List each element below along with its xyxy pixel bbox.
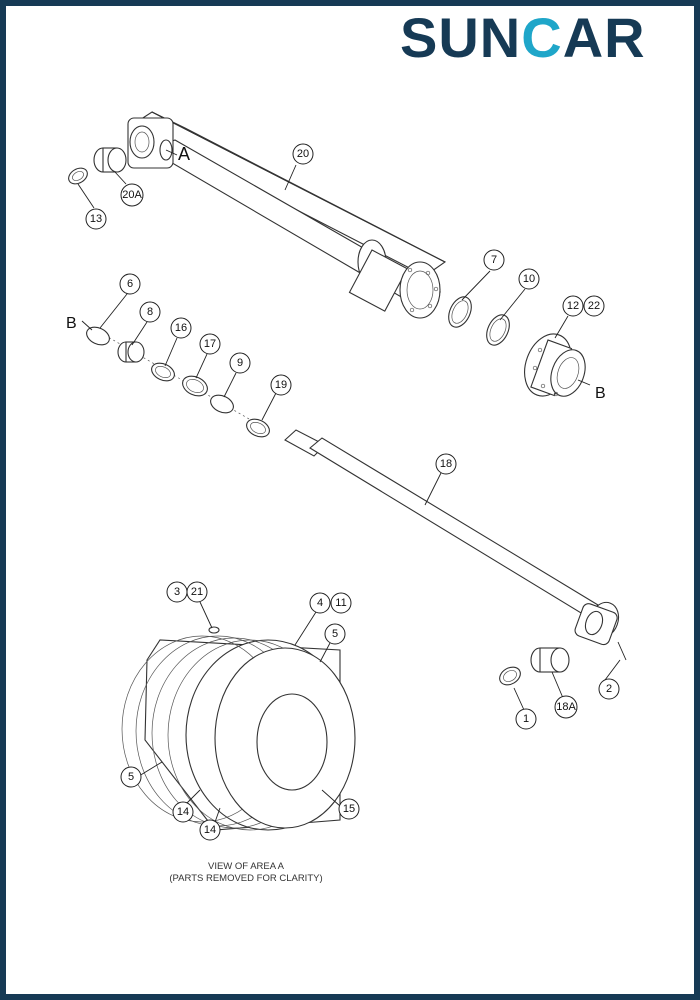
callout-7: 7 xyxy=(483,249,505,271)
callout-20a: 20A xyxy=(120,183,144,207)
piston-rod xyxy=(284,429,620,646)
callout-20: 20 xyxy=(292,143,314,165)
seal-16 xyxy=(151,362,175,382)
piston-detail xyxy=(121,626,356,831)
svg-text:22: 22 xyxy=(588,300,600,312)
callout-5-top: 5 xyxy=(324,623,346,645)
callout-8: 8 xyxy=(139,301,161,323)
callout-11: 11 xyxy=(330,592,352,614)
leader-lines xyxy=(77,149,621,826)
callout-5-left: 5 xyxy=(120,766,142,788)
svg-text:20A: 20A xyxy=(122,189,142,201)
svg-text:17: 17 xyxy=(204,338,216,350)
callout-21: 21 xyxy=(186,581,208,603)
callout-4: 4 xyxy=(309,592,331,614)
o-ring-10 xyxy=(486,314,510,346)
svg-text:10: 10 xyxy=(523,273,535,285)
seal-17 xyxy=(182,375,208,397)
bushing-18a xyxy=(530,647,570,673)
seal-13 xyxy=(68,167,88,185)
callout-22: 22 xyxy=(583,295,605,317)
svg-text:1: 1 xyxy=(523,713,529,725)
seal-1 xyxy=(499,666,521,686)
callout-9: 9 xyxy=(229,352,251,374)
svg-text:3: 3 xyxy=(174,586,180,598)
callout-13: 13 xyxy=(85,208,107,230)
svg-text:8: 8 xyxy=(147,306,153,318)
svg-text:6: 6 xyxy=(127,278,133,290)
svg-text:11: 11 xyxy=(335,597,346,609)
o-ring-7 xyxy=(448,296,472,328)
callout-3: 3 xyxy=(166,581,188,603)
b-label-right: B xyxy=(595,385,606,402)
b-label-left: B xyxy=(66,315,77,332)
svg-text:18A: 18A xyxy=(556,701,576,713)
cylinder-barrel xyxy=(127,111,447,319)
grease-fitting-2 xyxy=(617,641,627,661)
svg-text:13: 13 xyxy=(90,213,102,225)
callout-16: 16 xyxy=(170,317,192,339)
callout-14-a: 14 xyxy=(172,801,194,823)
bushing-8 xyxy=(117,341,145,363)
caption-line-2: (PARTS REMOVED FOR CLARITY) xyxy=(169,873,322,884)
svg-text:5: 5 xyxy=(332,628,338,640)
callout-19: 19 xyxy=(270,374,292,396)
svg-text:9: 9 xyxy=(237,357,243,369)
svg-text:5: 5 xyxy=(128,771,134,783)
svg-text:14: 14 xyxy=(204,824,216,836)
svg-text:2: 2 xyxy=(606,683,612,695)
callout-1: 1 xyxy=(515,708,537,730)
svg-text:21: 21 xyxy=(191,586,203,598)
callout-14-b: 14 xyxy=(199,819,221,841)
bushing-20a xyxy=(93,147,127,173)
callout-18: 18 xyxy=(435,453,457,475)
callout-12: 12 xyxy=(562,295,584,317)
svg-text:14: 14 xyxy=(177,806,189,818)
seal-6 xyxy=(86,326,110,346)
suncar-logo: SUNCAR xyxy=(400,6,646,69)
svg-text:18: 18 xyxy=(440,458,452,470)
callout-10: 10 xyxy=(518,268,540,290)
svg-text:19: 19 xyxy=(275,379,287,391)
svg-text:15: 15 xyxy=(343,803,355,815)
svg-text:7: 7 xyxy=(491,254,497,266)
caption-line-1: VIEW OF AREA A xyxy=(208,861,285,872)
callout-15: 15 xyxy=(338,798,360,820)
callout-6: 6 xyxy=(119,273,141,295)
callout-2: 2 xyxy=(598,678,620,700)
svg-text:16: 16 xyxy=(175,322,187,334)
callout-17: 17 xyxy=(199,333,221,355)
svg-text:4: 4 xyxy=(317,597,323,609)
svg-text:12: 12 xyxy=(567,300,579,312)
area-a-label: A xyxy=(178,144,190,164)
gland-12 xyxy=(524,333,586,397)
svg-text:20: 20 xyxy=(297,148,309,160)
callout-18a: 18A xyxy=(554,695,578,719)
ring-19 xyxy=(246,418,270,438)
ring-9 xyxy=(210,394,234,414)
